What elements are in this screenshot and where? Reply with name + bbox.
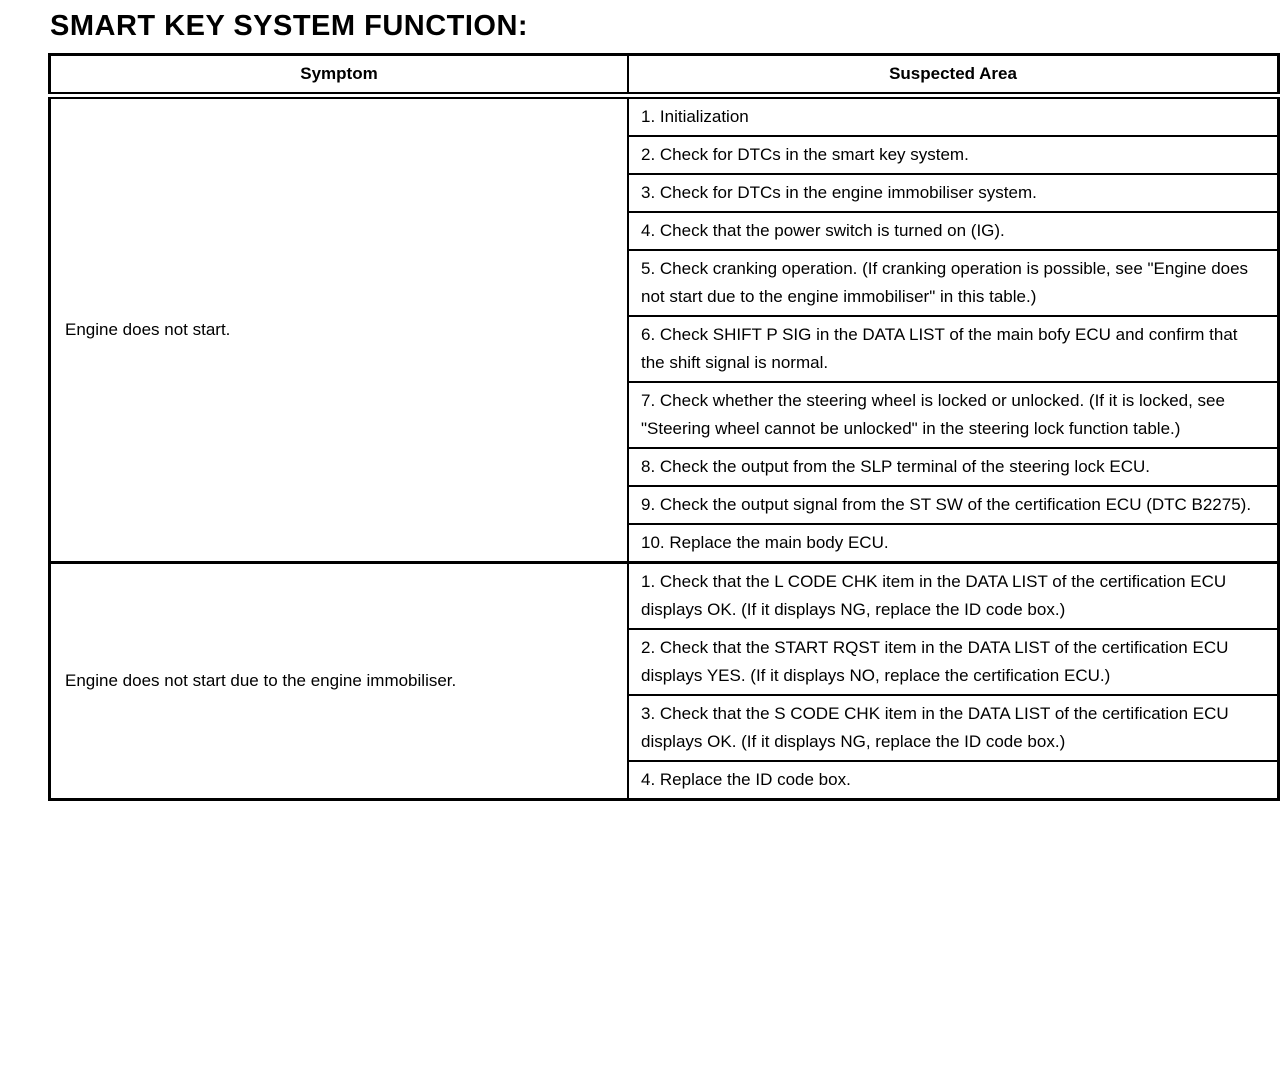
symptom-table: Symptom Suspected Area Engine does not s… <box>48 53 1280 801</box>
suspected-area-cell: 1. Check that the L CODE CHK item in the… <box>627 561 1280 630</box>
symptom-cell: Engine does not start. <box>48 94 629 564</box>
suspected-area-cell: 7. Check whether the steering wheel is l… <box>627 381 1280 449</box>
suspected-area-cell: 3. Check that the S CODE CHK item in the… <box>627 694 1280 762</box>
table-row: 5. Check cranking operation. (If crankin… <box>50 249 1280 317</box>
table-row: 3. Check for DTCs in the engine immobili… <box>50 173 1280 213</box>
suspected-area-cell: 4. Replace the ID code box. <box>627 760 1280 801</box>
document-page: SMART KEY SYSTEM FUNCTION: Symptom Suspe… <box>48 10 1280 801</box>
column-header-symptom: Symptom <box>48 53 629 99</box>
table-header-row: Symptom Suspected Area <box>48 53 1280 99</box>
table-row: 6. Check SHIFT P SIG in the DATA LIST of… <box>50 315 1280 383</box>
table-row: 4. Check that the power switch is turned… <box>50 211 1280 251</box>
table-row: 10. Replace the main body ECU. <box>50 523 1280 564</box>
suspected-area-cell: 1. Initialization <box>627 94 1280 137</box>
suspected-area-cell: 3. Check for DTCs in the engine immobili… <box>627 173 1280 213</box>
table-row: 4. Replace the ID code box. <box>50 760 1280 801</box>
table-row: Engine does not start due to the engine … <box>48 561 1280 801</box>
suspected-area-cell: 5. Check cranking operation. (If crankin… <box>627 249 1280 317</box>
symptom-cell: Engine does not start due to the engine … <box>48 561 629 801</box>
table-header: Symptom Suspected Area <box>48 53 1280 99</box>
suspected-area-cell: 4. Check that the power switch is turned… <box>627 211 1280 251</box>
table-row: 2. Check for DTCs in the smart key syste… <box>50 135 1280 175</box>
suspected-area-cell: 2. Check for DTCs in the smart key syste… <box>627 135 1280 175</box>
suspected-area-cell: 8. Check the output from the SLP termina… <box>627 447 1280 487</box>
table-row: 7. Check whether the steering wheel is l… <box>50 381 1280 449</box>
suspected-area-cell: 2. Check that the START RQST item in the… <box>627 628 1280 696</box>
suspected-area-cell: 9. Check the output signal from the ST S… <box>627 485 1280 525</box>
table-row: 3. Check that the S CODE CHK item in the… <box>50 694 1280 762</box>
table-row: 2. Check that the START RQST item in the… <box>50 628 1280 696</box>
suspected-area-cell: 10. Replace the main body ECU. <box>627 523 1280 564</box>
table-row: Engine does not start.1. Initialization <box>48 94 1280 564</box>
page-title: SMART KEY SYSTEM FUNCTION: <box>50 10 529 42</box>
table-row: 9. Check the output signal from the ST S… <box>50 485 1280 525</box>
suspected-area-cell: 6. Check SHIFT P SIG in the DATA LIST of… <box>627 315 1280 383</box>
column-header-suspected-area: Suspected Area <box>627 53 1280 99</box>
table-row: 8. Check the output from the SLP termina… <box>50 447 1280 487</box>
